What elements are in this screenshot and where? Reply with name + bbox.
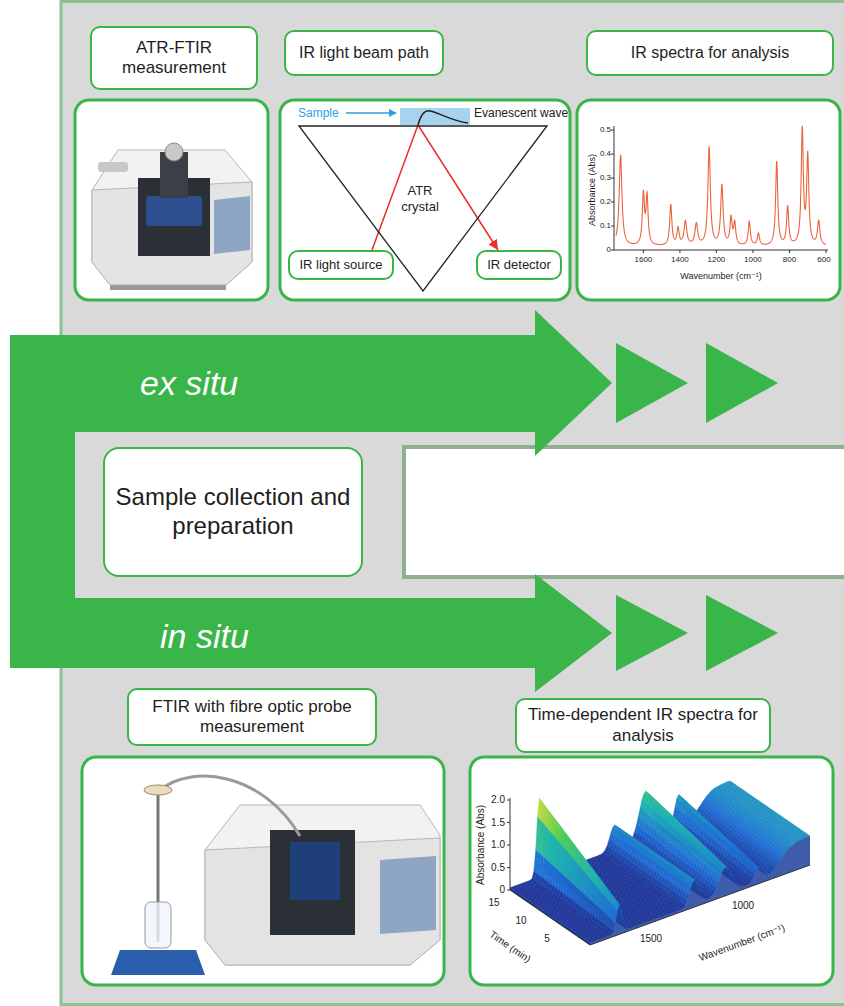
sample-pointer: [346, 112, 393, 114]
image-panel: [280, 100, 570, 300]
chevron: [706, 343, 778, 423]
image-panel: [470, 757, 833, 985]
tick-mark: [643, 250, 644, 253]
chevron: [706, 595, 778, 671]
tick-mark: [826, 250, 827, 253]
probe-setup-photo: [144, 785, 172, 795]
chevron: [616, 595, 688, 671]
green-arrows: [10, 310, 778, 692]
tick-mark: [611, 178, 614, 179]
spectrometer-photo: [214, 196, 250, 254]
probe-setup-photo: [205, 805, 440, 965]
spectrum-line: [616, 126, 826, 245]
probe-setup-photo: [145, 902, 171, 948]
spectrometer-photo: [92, 143, 252, 290]
probe-setup-photo: [160, 776, 300, 836]
image-panel: [577, 100, 840, 300]
tick-mark: [752, 250, 753, 253]
probe-setup-photo: [111, 950, 205, 975]
evanescent-wave: [418, 111, 468, 125]
tick-mark: [789, 250, 790, 253]
spectrometer-photo: [146, 196, 202, 226]
tick-mark: [611, 154, 614, 155]
spectrum-chart: [611, 126, 828, 253]
image-panels: [75, 100, 840, 985]
tick-mark: [611, 250, 614, 251]
grey-frame: [61, 2, 844, 1005]
probe-setup-photo: [290, 842, 340, 900]
chevron: [616, 343, 688, 423]
beam-path-figure: [346, 108, 470, 125]
sample-pointer-head: [389, 109, 397, 117]
tick-mark: [679, 250, 680, 253]
tick-mark: [611, 226, 614, 227]
image-panel: [82, 757, 444, 985]
flow-arrow: [10, 310, 612, 692]
spectrometer-photo: [165, 143, 183, 161]
probe-setup-photo: [111, 776, 440, 975]
spectrometer-photo: [92, 150, 252, 285]
surface-plot: [507, 781, 810, 945]
axis-line: [614, 250, 828, 251]
image-panel: [75, 100, 268, 300]
axis-line: [614, 126, 615, 250]
tick-mark: [611, 130, 614, 131]
empty-box: [404, 447, 844, 577]
spectrometer-photo: [110, 285, 226, 290]
tick-mark: [611, 202, 614, 203]
sample-layer: [400, 108, 470, 125]
probe-setup-photo: [270, 830, 355, 935]
tick-mark: [716, 250, 717, 253]
probe-setup-photo: [380, 856, 436, 934]
spectrometer-photo: [98, 162, 128, 172]
